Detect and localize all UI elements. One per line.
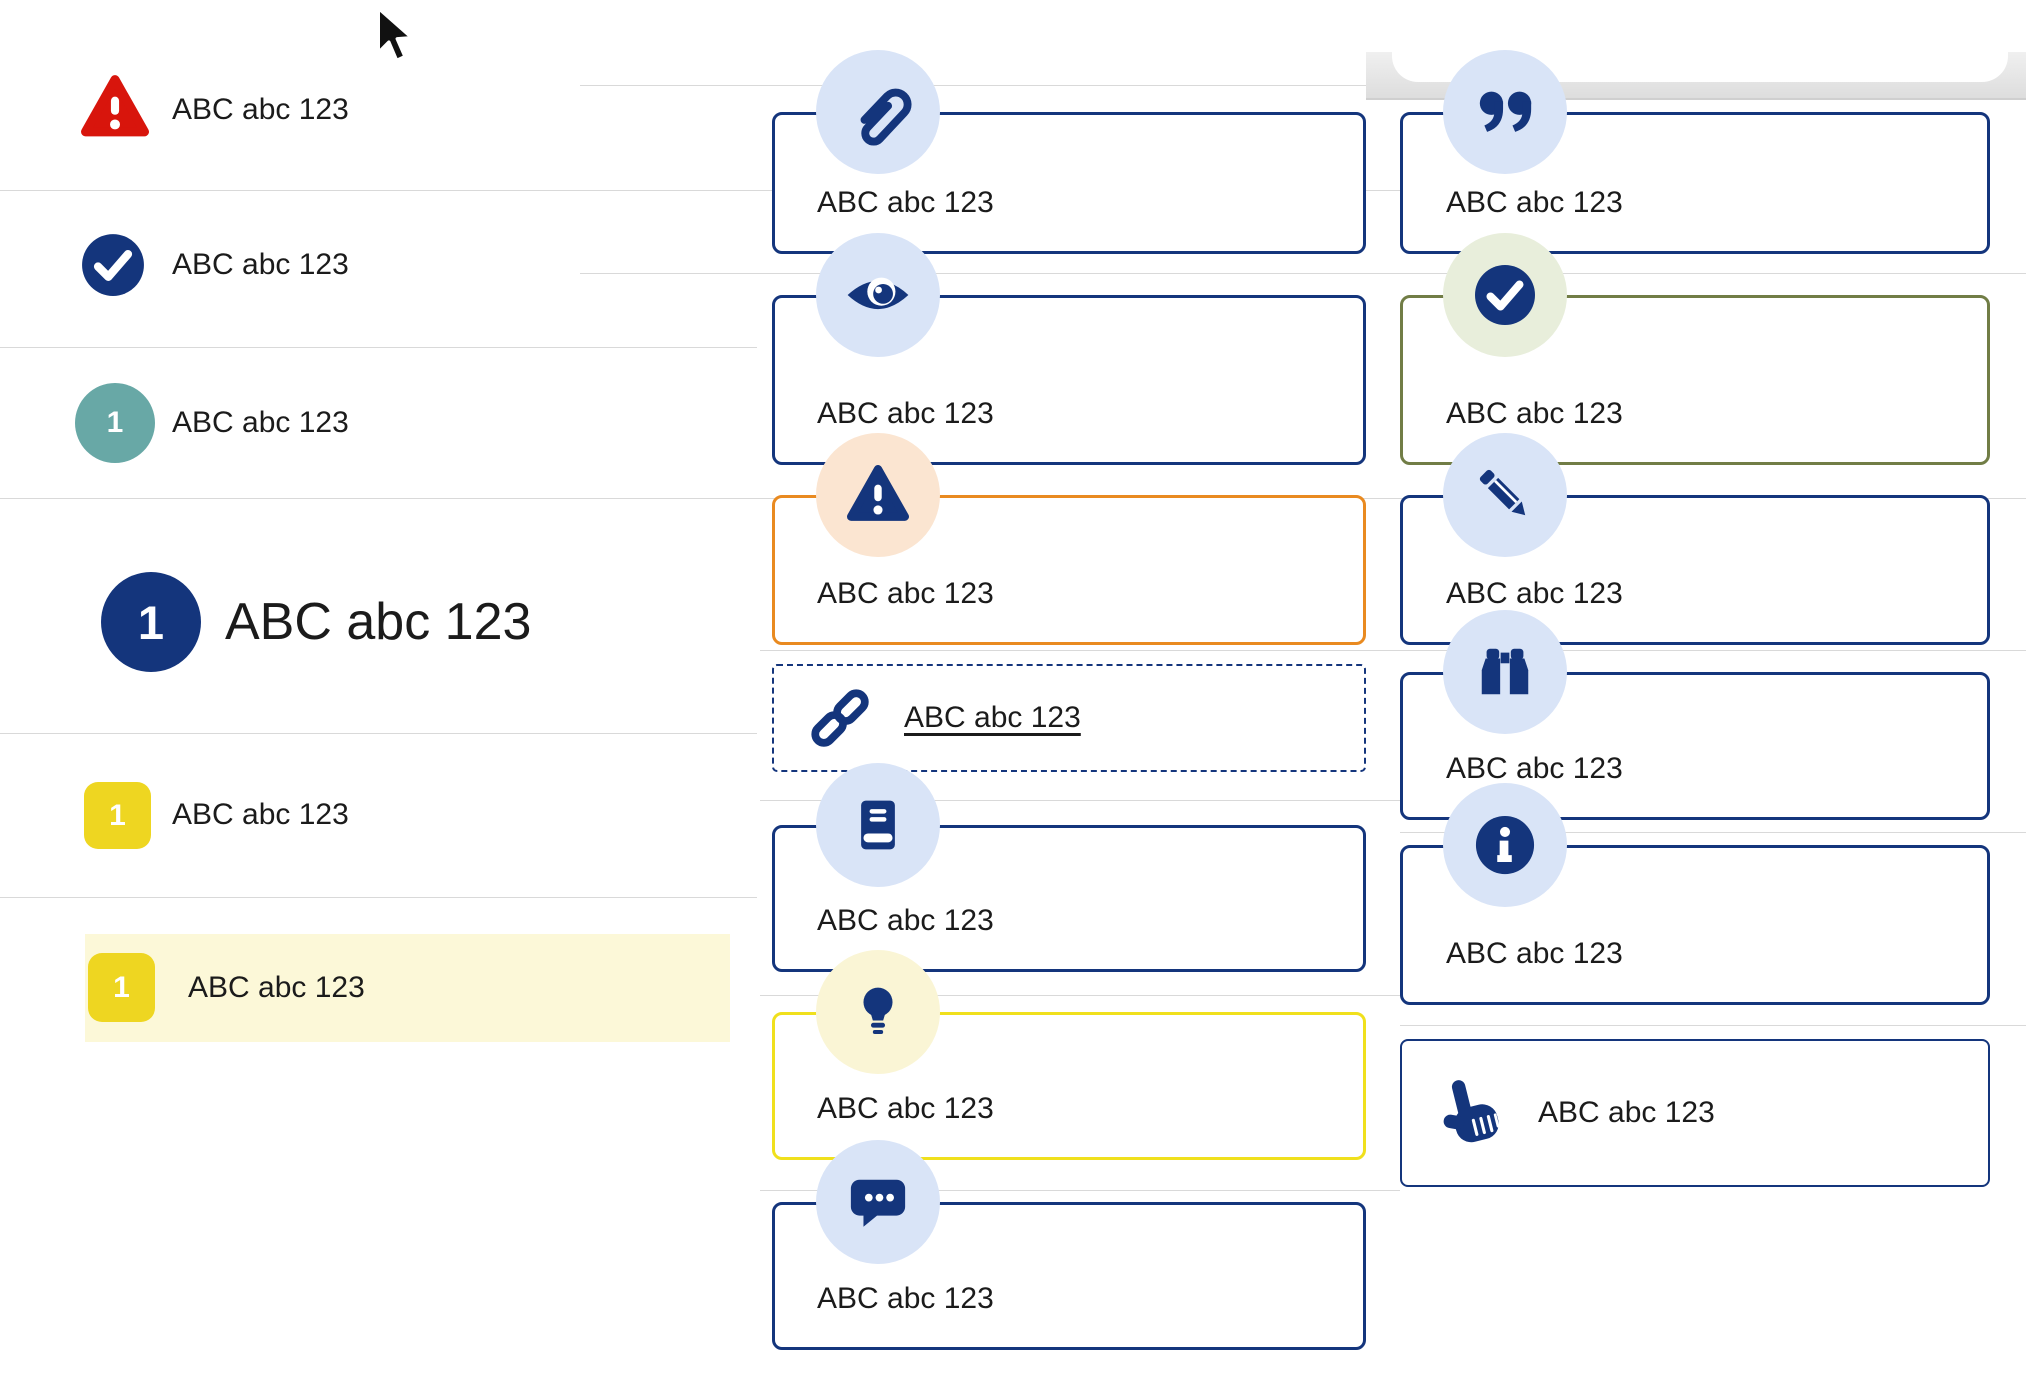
- chat-icon: [816, 1140, 940, 1264]
- divider: [0, 347, 757, 348]
- divider: [0, 190, 1400, 191]
- divider: [760, 995, 1400, 996]
- list-item-label: ABC abc 123: [172, 798, 349, 831]
- pencil-icon: [1443, 433, 1567, 557]
- callout-label: ABC abc 123: [817, 1092, 994, 1125]
- alert-triangle-icon: [78, 74, 152, 142]
- eye-icon: [816, 233, 940, 357]
- list-item-label: ABC abc 123: [172, 406, 349, 439]
- divider: [1400, 1025, 2026, 1026]
- callout-label: ABC abc 123: [1446, 577, 1623, 610]
- yellow-number-badge: 1: [88, 953, 155, 1022]
- info-icon: [1443, 783, 1567, 907]
- warning-icon: [816, 433, 940, 557]
- callout-label: ABC abc 123: [817, 904, 994, 937]
- hand-pointer-icon: [1438, 1073, 1504, 1153]
- divider: [760, 800, 1400, 801]
- list-item-label: ABC abc 123: [172, 93, 349, 126]
- callout-label: ABC abc 123: [817, 186, 994, 219]
- link-icon: [802, 680, 878, 756]
- callout-link: ABC abc 123: [772, 664, 1366, 772]
- callout-label: ABC abc 123: [1538, 1096, 1715, 1129]
- callout-hyperlink[interactable]: ABC abc 123: [904, 701, 1081, 734]
- divider: [0, 897, 757, 898]
- check-circle-icon: [80, 232, 146, 298]
- list-item-label: ABC abc 123: [188, 971, 365, 1004]
- lightbulb-icon: [816, 950, 940, 1074]
- divider: [760, 1190, 1400, 1191]
- section-heading: ABC abc 123: [225, 593, 532, 651]
- callout-label: ABC abc 123: [817, 1282, 994, 1315]
- callout-label: ABC abc 123: [1446, 397, 1623, 430]
- callout-label: ABC abc 123: [1446, 937, 1623, 970]
- callout-label: ABC abc 123: [1446, 752, 1623, 785]
- list-item-label: ABC abc 123: [172, 248, 349, 281]
- callout-label: ABC abc 123: [817, 577, 994, 610]
- binoculars-icon: [1443, 610, 1567, 734]
- navy-number-badge: 1: [101, 572, 201, 672]
- yellow-number-badge: 1: [84, 782, 151, 849]
- callout-action: ABC abc 123: [1400, 1039, 1990, 1187]
- paperclip-icon: [816, 50, 940, 174]
- divider: [580, 273, 2026, 274]
- divider: [1400, 832, 2026, 833]
- callout-tip: ABC abc 123: [772, 1012, 1366, 1160]
- mouse-cursor: [372, 6, 418, 66]
- quote-icon: [1443, 50, 1567, 174]
- divider: [580, 85, 1400, 86]
- callout-label: ABC abc 123: [1446, 186, 1623, 219]
- divider: [760, 650, 2026, 651]
- divider: [0, 733, 757, 734]
- book-icon: [816, 763, 940, 887]
- highlighted-list-row: [85, 934, 730, 1042]
- check-circle-icon: [1443, 233, 1567, 357]
- callout-label: ABC abc 123: [817, 397, 994, 430]
- teal-number-badge: 1: [75, 383, 155, 463]
